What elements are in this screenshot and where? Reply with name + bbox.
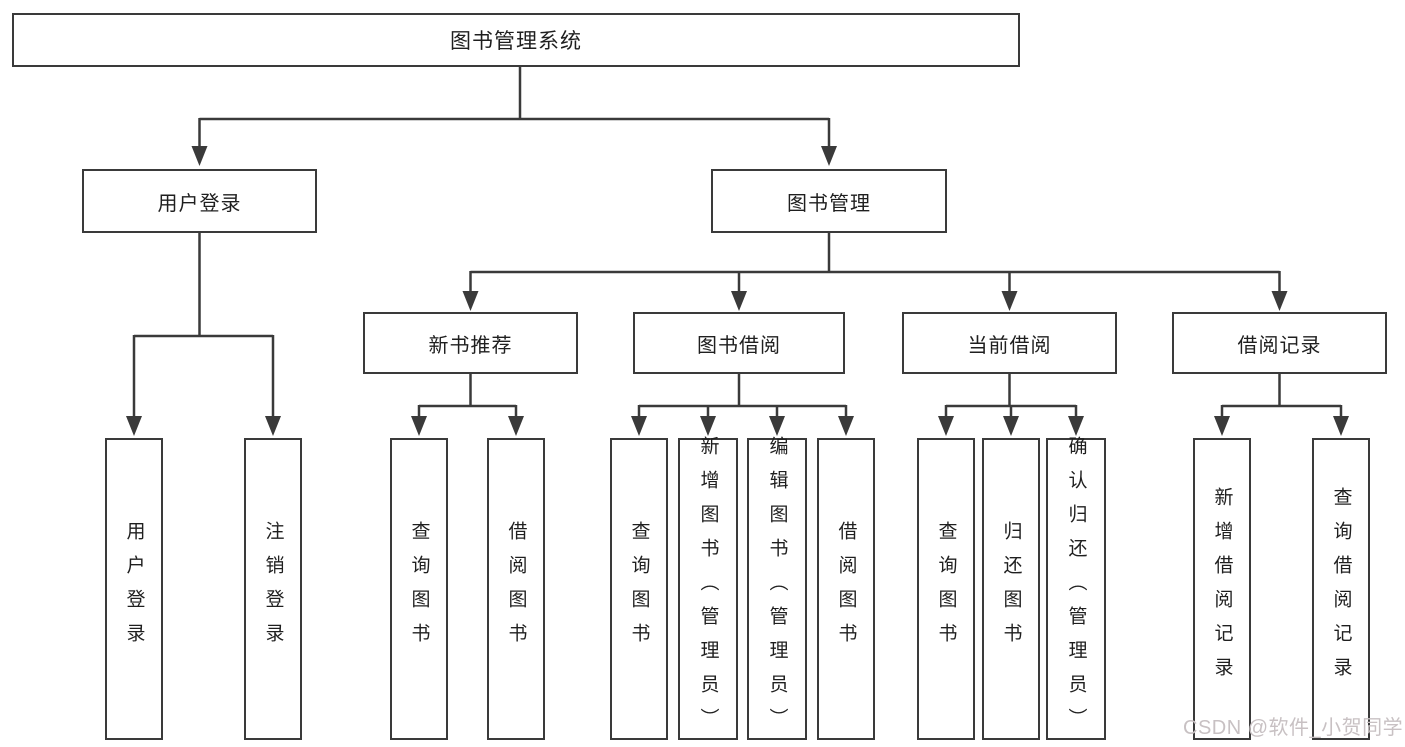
- node-label: 当前借阅: [967, 334, 1052, 357]
- node-label: 借阅记录: [1237, 334, 1322, 357]
- leaf-confirm-return-admin: 确认归还（管理员）: [1046, 436, 1106, 742]
- node-user-login: 用户登录: [82, 169, 317, 233]
- node-label: 新书推荐: [428, 334, 513, 357]
- leaf-borrow-books-recommend: 借阅图书: [487, 438, 545, 740]
- leaf-label: 归还图书: [1000, 521, 1022, 657]
- leaf-label: 确认归还（管理员）: [1065, 436, 1087, 742]
- arrowheads: [126, 146, 1349, 436]
- leaf-label: 查询借阅记录: [1330, 487, 1352, 691]
- leaf-label: 注销登录: [262, 521, 284, 657]
- leaf-label: 借阅图书: [835, 521, 857, 657]
- leaf-label: 查询图书: [408, 521, 430, 657]
- node-label: 图书管理: [787, 192, 871, 215]
- leaf-query-books-current: 查询图书: [917, 438, 975, 740]
- node-label: 图书借阅: [697, 334, 781, 357]
- node-book-borrow: 图书借阅: [633, 312, 845, 374]
- leaf-return-books: 归还图书: [982, 438, 1040, 740]
- leaf-edit-book-admin: 编辑图书（管理员）: [747, 436, 807, 742]
- leaf-query-borrow-record: 查询借阅记录: [1312, 438, 1370, 740]
- leaf-label: 用户登录: [123, 521, 145, 657]
- leaf-add-borrow-record: 新增借阅记录: [1193, 438, 1251, 740]
- node-borrow-records: 借阅记录: [1172, 312, 1387, 374]
- node-label: 图书管理系统: [450, 30, 582, 53]
- leaf-query-books-borrow: 查询图书: [610, 438, 668, 740]
- node-new-book-recommend: 新书推荐: [363, 312, 578, 374]
- node-book-management: 图书管理: [711, 169, 947, 233]
- node-label: 用户登录: [157, 192, 242, 215]
- leaf-user-login: 用户登录: [105, 438, 163, 740]
- leaf-borrow-books: 借阅图书: [817, 438, 875, 740]
- leaf-label: 编辑图书（管理员）: [766, 436, 788, 742]
- leaf-query-books-recommend: 查询图书: [390, 438, 448, 740]
- leaf-add-book-admin: 新增图书（管理员）: [678, 436, 738, 742]
- leaf-logout: 注销登录: [244, 438, 302, 740]
- node-library-management-system: 图书管理系统: [12, 13, 1020, 67]
- leaf-label: 查询图书: [628, 521, 650, 657]
- node-current-borrow: 当前借阅: [902, 312, 1117, 374]
- leaf-label: 新增借阅记录: [1211, 487, 1233, 691]
- csdn-watermark: CSDN @软件_小贺同学: [1183, 717, 1404, 739]
- leaf-label: 查询图书: [935, 521, 957, 657]
- leaf-label: 借阅图书: [505, 521, 527, 657]
- leaf-label: 新增图书（管理员）: [697, 436, 719, 742]
